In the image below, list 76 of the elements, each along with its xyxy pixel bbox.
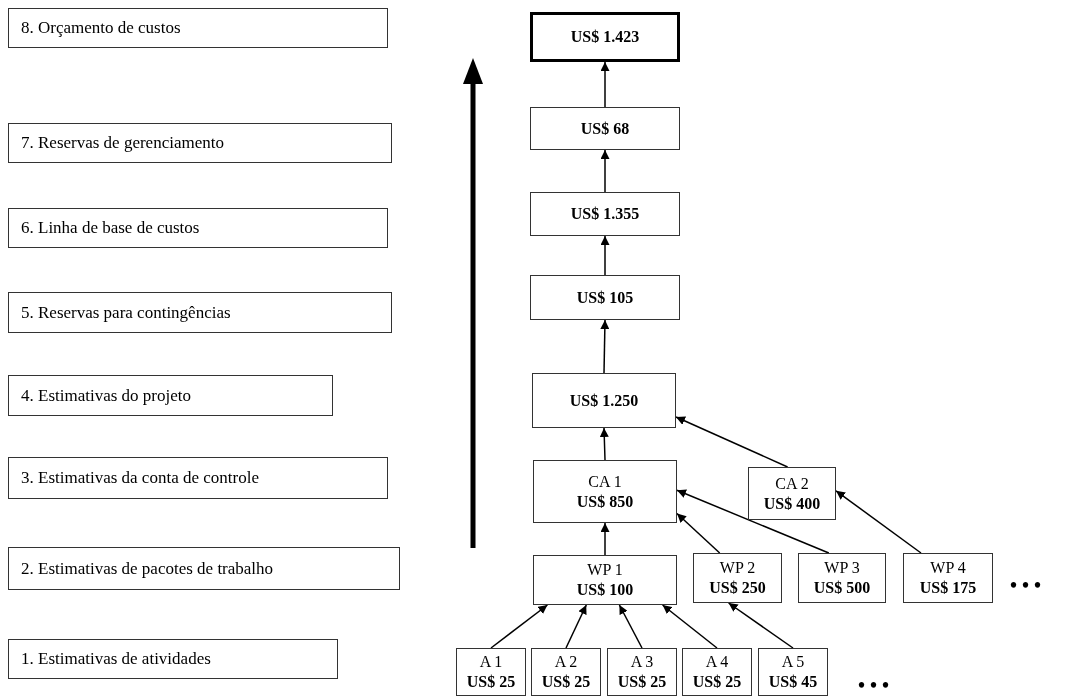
cost-box: [530, 12, 680, 62]
cost-value: US$ 25: [617, 672, 667, 692]
level-label: 4. Estimativas do projeto: [21, 384, 191, 407]
cost-value: US$ 68: [580, 118, 630, 139]
arrow: [600, 522, 610, 556]
arrow: [600, 149, 610, 193]
cost-value: US$ 25: [466, 672, 516, 692]
item-code: WP 1: [587, 560, 623, 580]
level-box: [8, 208, 388, 248]
cost-value: US$ 105: [576, 287, 634, 308]
arrow: [565, 604, 588, 649]
item-code: A 3: [630, 652, 654, 672]
cost-box: [531, 648, 601, 696]
level-label: 5. Reservas para contingências: [21, 301, 231, 324]
arrow: [600, 319, 610, 374]
cost-value: US$ 400: [763, 493, 821, 514]
item-code: A 5: [781, 652, 805, 672]
cost-value: US$ 25: [692, 672, 742, 692]
cost-value: US$ 45: [768, 672, 818, 692]
cost-box: [693, 553, 782, 603]
item-code: WP 2: [719, 558, 756, 578]
ellipsis: • • •: [858, 673, 889, 696]
level-label: 7. Reservas de gerenciamento: [21, 132, 224, 154]
cost-box: [607, 648, 677, 696]
level-box: [8, 547, 400, 590]
ellipsis: • • •: [1010, 573, 1041, 598]
cost-value: US$ 1.355: [570, 204, 640, 224]
cost-box: [682, 648, 752, 696]
cost-box: [533, 555, 677, 605]
arrow: [727, 602, 794, 649]
item-code: A 2: [554, 652, 578, 672]
level-label: 8. Orçamento de custos: [21, 17, 181, 39]
level-box: [8, 8, 388, 48]
level-label: 2. Estimativas de pacotes de trabalho: [21, 557, 274, 580]
cost-value: US$ 1.423: [570, 27, 640, 47]
arrow: [835, 490, 922, 554]
cost-box: [530, 192, 680, 236]
cost-box: [456, 648, 526, 696]
arrow: [490, 604, 549, 649]
item-code: CA 1: [588, 471, 622, 492]
cost-box: [533, 460, 677, 523]
level-box: [8, 457, 388, 499]
cost-value: US$ 500: [813, 578, 871, 598]
cost-box: [532, 373, 676, 428]
level-box: [8, 123, 392, 163]
arrow: [599, 427, 609, 461]
level-box: [8, 375, 333, 416]
cost-value: US$ 1.250: [569, 390, 639, 411]
item-code: WP 3: [824, 558, 860, 578]
level-label: 6. Linha de base de custos: [21, 217, 200, 239]
item-code: CA 2: [775, 473, 809, 494]
cost-value: US$ 250: [709, 578, 766, 598]
level-label: 1. Estimativas de atividades: [21, 648, 211, 670]
level-label: 3. Estimativas da conta de controle: [21, 467, 259, 489]
level-box: [8, 292, 392, 333]
cost-box: [758, 648, 828, 696]
cost-value: US$ 175: [919, 578, 977, 598]
cost-value: US$ 25: [541, 672, 591, 692]
cost-box: [903, 553, 993, 603]
cost-box: [748, 467, 836, 520]
arrow: [676, 512, 721, 554]
cost-value: US$ 850: [576, 491, 634, 512]
cost-box: [798, 553, 886, 603]
arrow: [676, 489, 830, 554]
arrow: [618, 604, 643, 649]
arrow: [675, 416, 789, 468]
cost-box: [530, 275, 680, 320]
arrow: [600, 61, 610, 108]
arrow: [661, 604, 718, 649]
cost-value: US$ 100: [576, 580, 634, 600]
item-code: WP 4: [930, 558, 966, 578]
cost-box: [530, 107, 680, 150]
arrow: [600, 235, 610, 276]
item-code: A 1: [479, 652, 503, 672]
item-code: A 4: [705, 652, 729, 672]
level-box: [8, 639, 338, 679]
